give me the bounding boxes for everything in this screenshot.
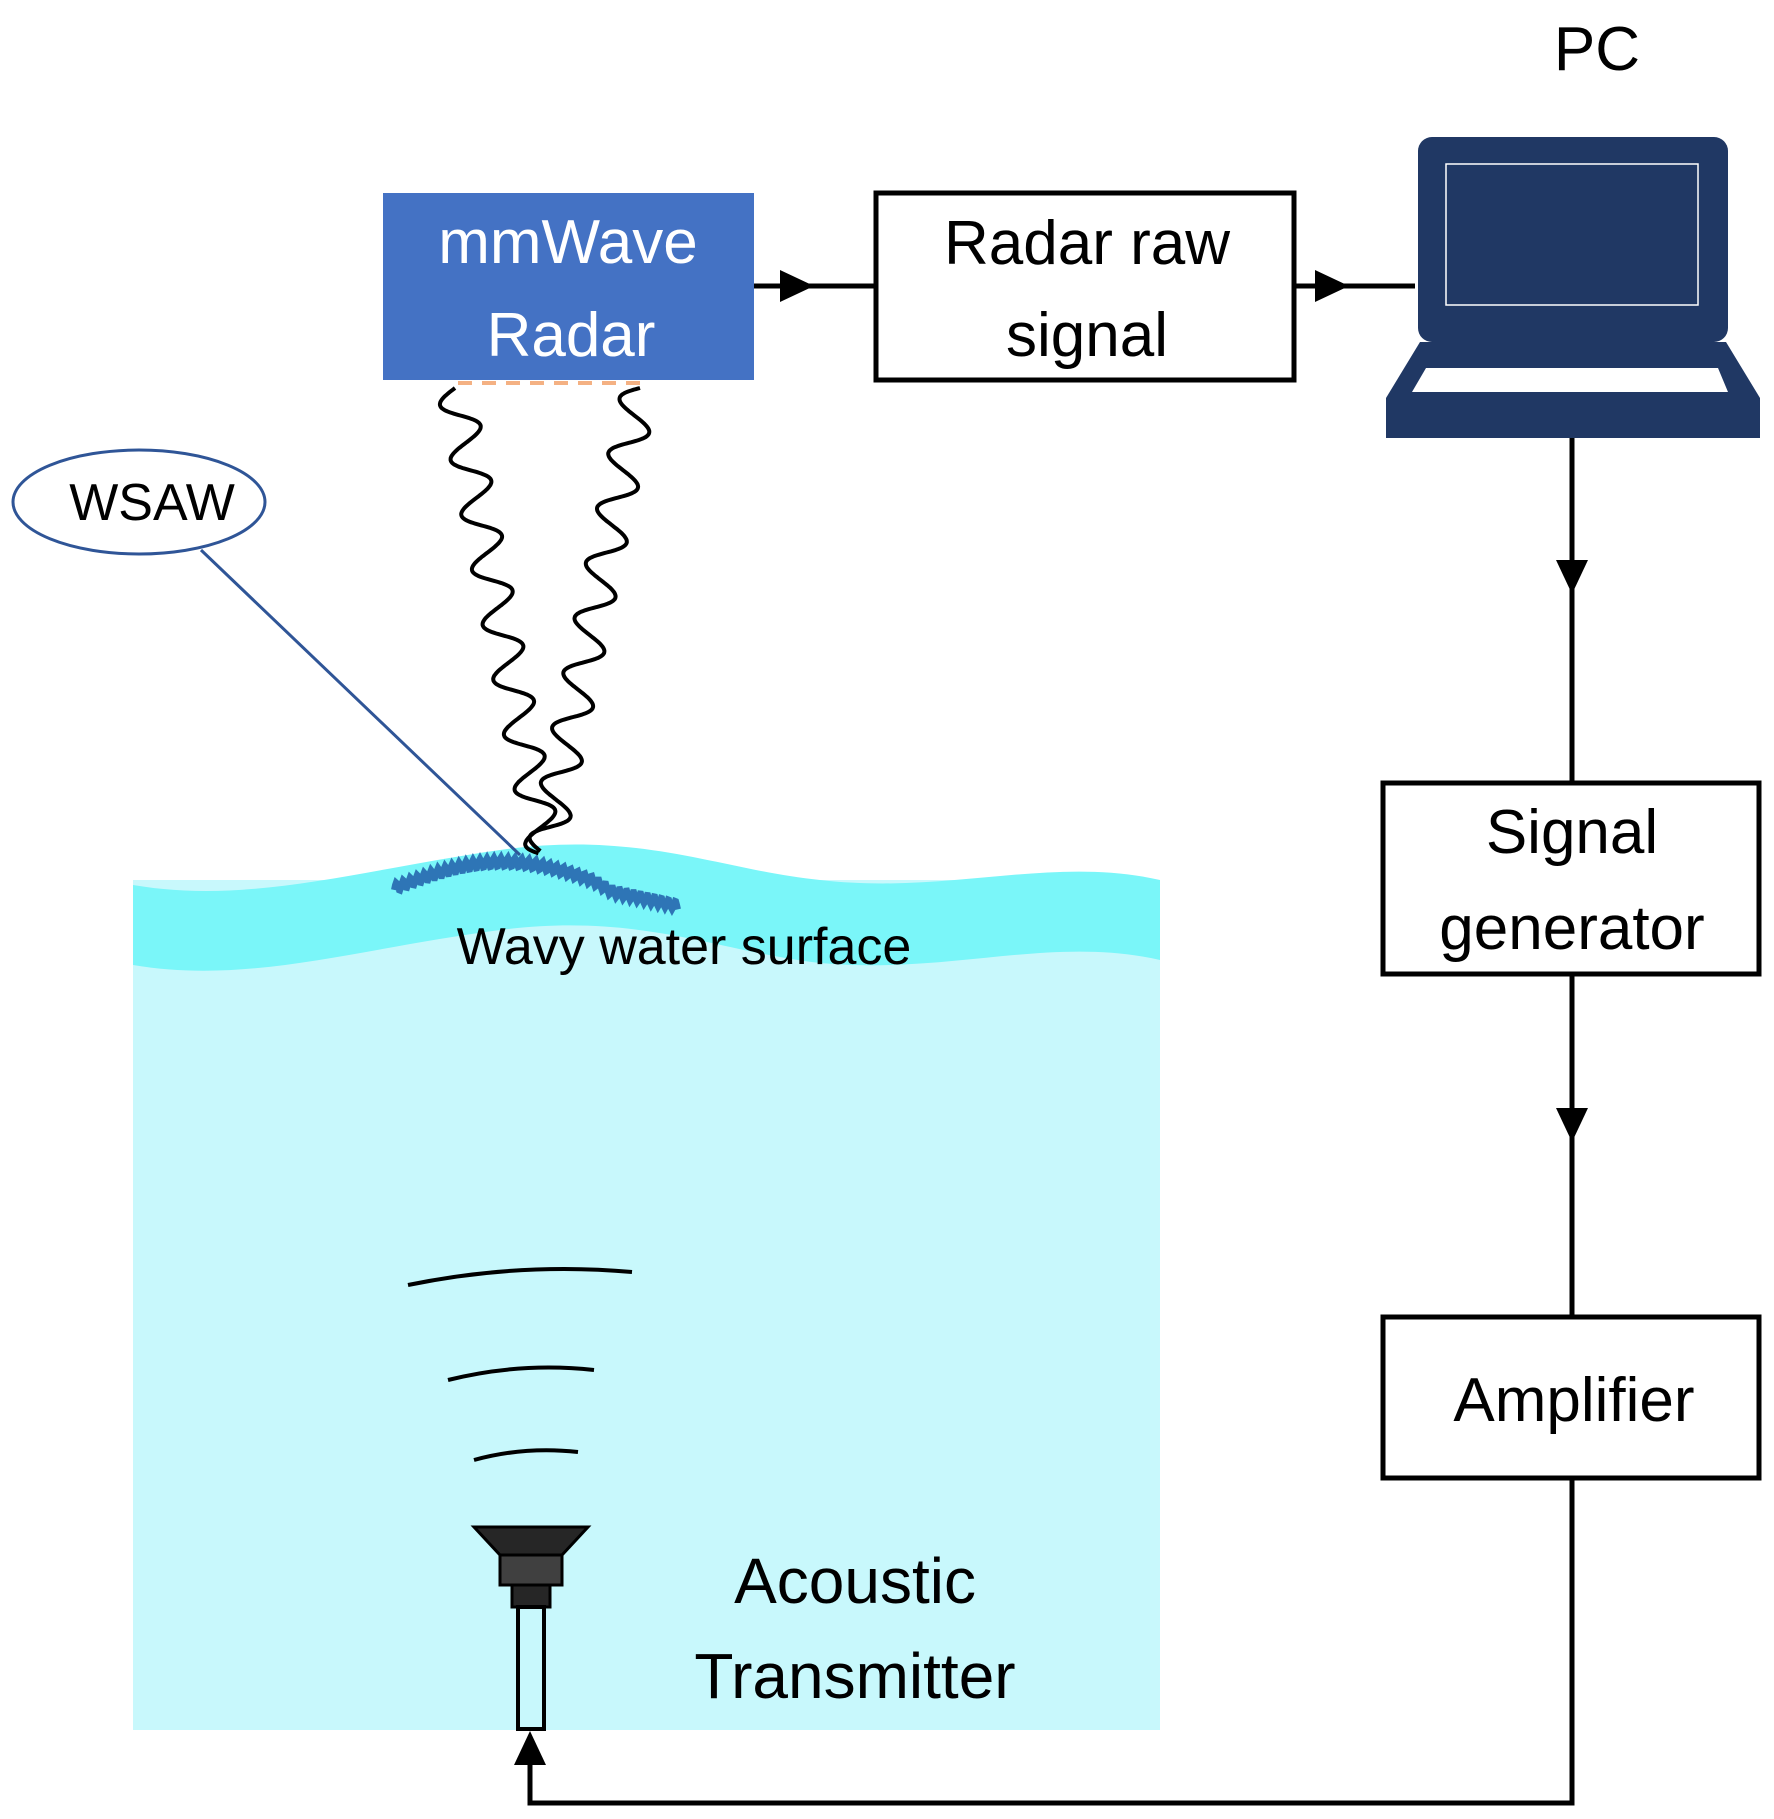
acoustic-wave-arc-1 [407,1266,633,1287]
amp-to-transmitter-line [527,1478,1575,1806]
siggen-to-amp-arrowhead [1556,1108,1588,1142]
acoustic-wave-arc-3 [473,1448,579,1462]
radar-label-line1: mmWave [438,208,697,277]
radar-label-line2: Radar [487,301,656,370]
surface-ripple [391,850,681,917]
raw-to-pc-arrowhead [1315,270,1349,302]
radar-transmit-wave [437,386,558,856]
raw-signal-label-line1: Radar raw [944,209,1230,278]
raw-signal-box [873,190,1297,383]
water-surface-label: Wavy water surface [457,918,912,976]
transmitter-label-line2: Transmitter [694,1640,1015,1712]
transmitter-label-line1: Acoustic [734,1545,976,1617]
wsaw-callout-leader [199,548,522,857]
radar-to-raw-arrowhead [780,270,814,302]
pc-label: PC [1554,15,1640,84]
radar-box [383,193,754,380]
pc-to-siggen-arrowhead [1556,560,1588,594]
speaker-icon [470,1525,592,1731]
water-tank [133,880,1160,1730]
wsaw-label: WSAW [69,474,235,532]
radar-return-wave [527,386,652,853]
wsaw-callout [11,448,267,556]
signal-generator-label-line2: generator [1439,894,1704,963]
amplifier-label: Amplifier [1453,1366,1694,1435]
water-surface-band [133,844,1160,971]
signal-generator-label-line1: Signal [1486,798,1658,867]
raw-signal-label-line2: signal [1006,301,1168,370]
amplifier-box [1380,1314,1762,1481]
amp-to-transmitter-arrowhead [514,1731,546,1765]
laptop-icon [1386,137,1760,438]
acoustic-wave-arc-2 [447,1365,595,1382]
